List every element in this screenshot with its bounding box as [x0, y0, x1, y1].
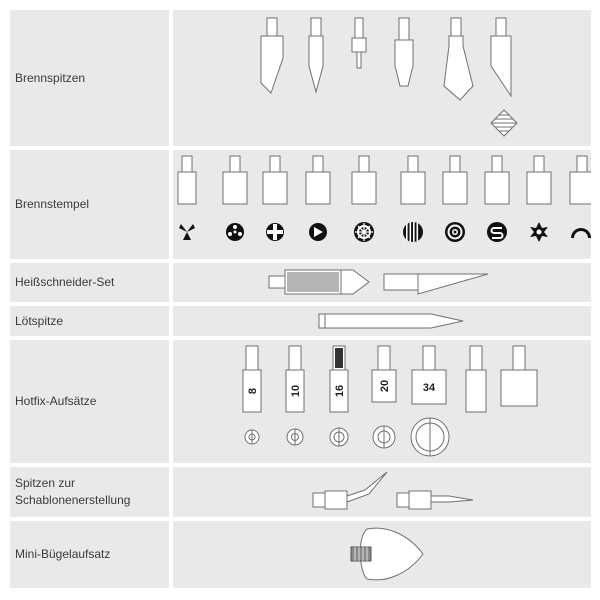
stamp-pattern-s-icon: [487, 222, 507, 242]
hotfix-8: 8: [242, 345, 262, 413]
stamp-pattern-propeller-icon: [179, 224, 195, 240]
row-brennstempel: Brennstempel: [10, 150, 591, 259]
hotfix-10: 10: [285, 345, 305, 413]
hotfix-size-label: 16: [334, 385, 346, 397]
brennspitze-3: [351, 17, 367, 69]
hotfix-plain-small: [465, 345, 487, 413]
hotfix-20: 20: [371, 345, 397, 403]
row-label: Hotfix-Aufsätze: [15, 394, 97, 408]
row-label: Mini-Bügelaufsatz: [15, 547, 111, 561]
row-label-line-1: Spitzen zur: [15, 476, 76, 490]
hotfix-size-label: 34: [423, 382, 436, 394]
brennspitze-4: [394, 17, 414, 87]
hotfix-size-label: 20: [379, 380, 391, 392]
stamp-pattern-moon-icon: [571, 228, 591, 238]
loetspitze-illustration: [318, 313, 464, 329]
stamp-pattern-dots-icon: [226, 223, 244, 241]
hotfix-bottom-view-16: [329, 427, 349, 447]
stamp-pattern-cross-icon: [266, 223, 284, 241]
hotfix-illustration: 8 10 16 20 34: [242, 345, 538, 457]
hotfix-size-label: 8: [247, 388, 259, 394]
brennspitzen-illustration: [260, 17, 518, 137]
brennspitze-5: [443, 17, 474, 101]
row-mini-buegelaufsatz: Mini-Bügelaufsatz: [10, 521, 591, 588]
hatched-diamond-icon: [490, 109, 518, 137]
row-label-line-2: Schablonenerstellung: [15, 493, 131, 507]
brennstempel-illustration: [177, 155, 591, 242]
buegelaufsatz-illustration: [350, 527, 424, 581]
row-label: Lötspitze: [15, 313, 64, 328]
stamp-pattern-star-icon: [530, 222, 548, 242]
brennspitze-2: [308, 17, 324, 94]
schablonen-spitze-2: [396, 490, 474, 510]
hotfix-16: 16: [329, 345, 349, 413]
row-label: Brennspitzen: [15, 70, 86, 85]
heissschneider-handle: [268, 269, 370, 295]
row-brennspitzen: Brennspitzen: [10, 10, 591, 146]
brennspitze-6: [490, 17, 512, 98]
row-loetspitze: Lötspitze: [10, 306, 591, 336]
stamp-pattern-triangle-icon: [309, 223, 327, 241]
loetspitze-shape: [318, 313, 464, 329]
hotfix-bottom-view-10: [286, 428, 304, 446]
buegel-thread: [350, 546, 372, 562]
row-heissschneider-set: Heißschneider-Set: [10, 263, 591, 302]
row-label: Heißschneider-Set: [15, 275, 115, 289]
row-label: Brennstempel: [15, 197, 90, 211]
hotfix-bottom-view-20: [372, 425, 396, 449]
brennspitze-1: [260, 17, 284, 94]
row-schablonen-spitzen: Spitzen zur Schablonenerstellung: [10, 467, 591, 517]
heissschneider-blade: [383, 273, 489, 295]
row-label: Spitzen zur Schablonenerstellung: [10, 467, 169, 517]
stamp-pattern-wheel-icon: [354, 222, 374, 242]
hotfix-plain-large: [500, 345, 538, 407]
stempel-row: [177, 155, 591, 205]
hotfix-size-label: 10: [290, 385, 302, 397]
heissschneider-illustration: [268, 269, 489, 295]
hotfix-bottom-view-34: [410, 417, 450, 457]
schablonen-spitze-1: [312, 471, 388, 510]
stamp-pattern-rings-icon: [445, 222, 465, 242]
stamp-pattern-stripes-icon: [403, 222, 423, 242]
row-hotfix-aufsaetze: Hotfix-Aufsätze 8 10 16 20: [10, 340, 591, 463]
schablonen-illustration: [312, 471, 474, 510]
hotfix-bottom-view-8: [244, 429, 260, 445]
hotfix-34: 34: [411, 345, 447, 405]
